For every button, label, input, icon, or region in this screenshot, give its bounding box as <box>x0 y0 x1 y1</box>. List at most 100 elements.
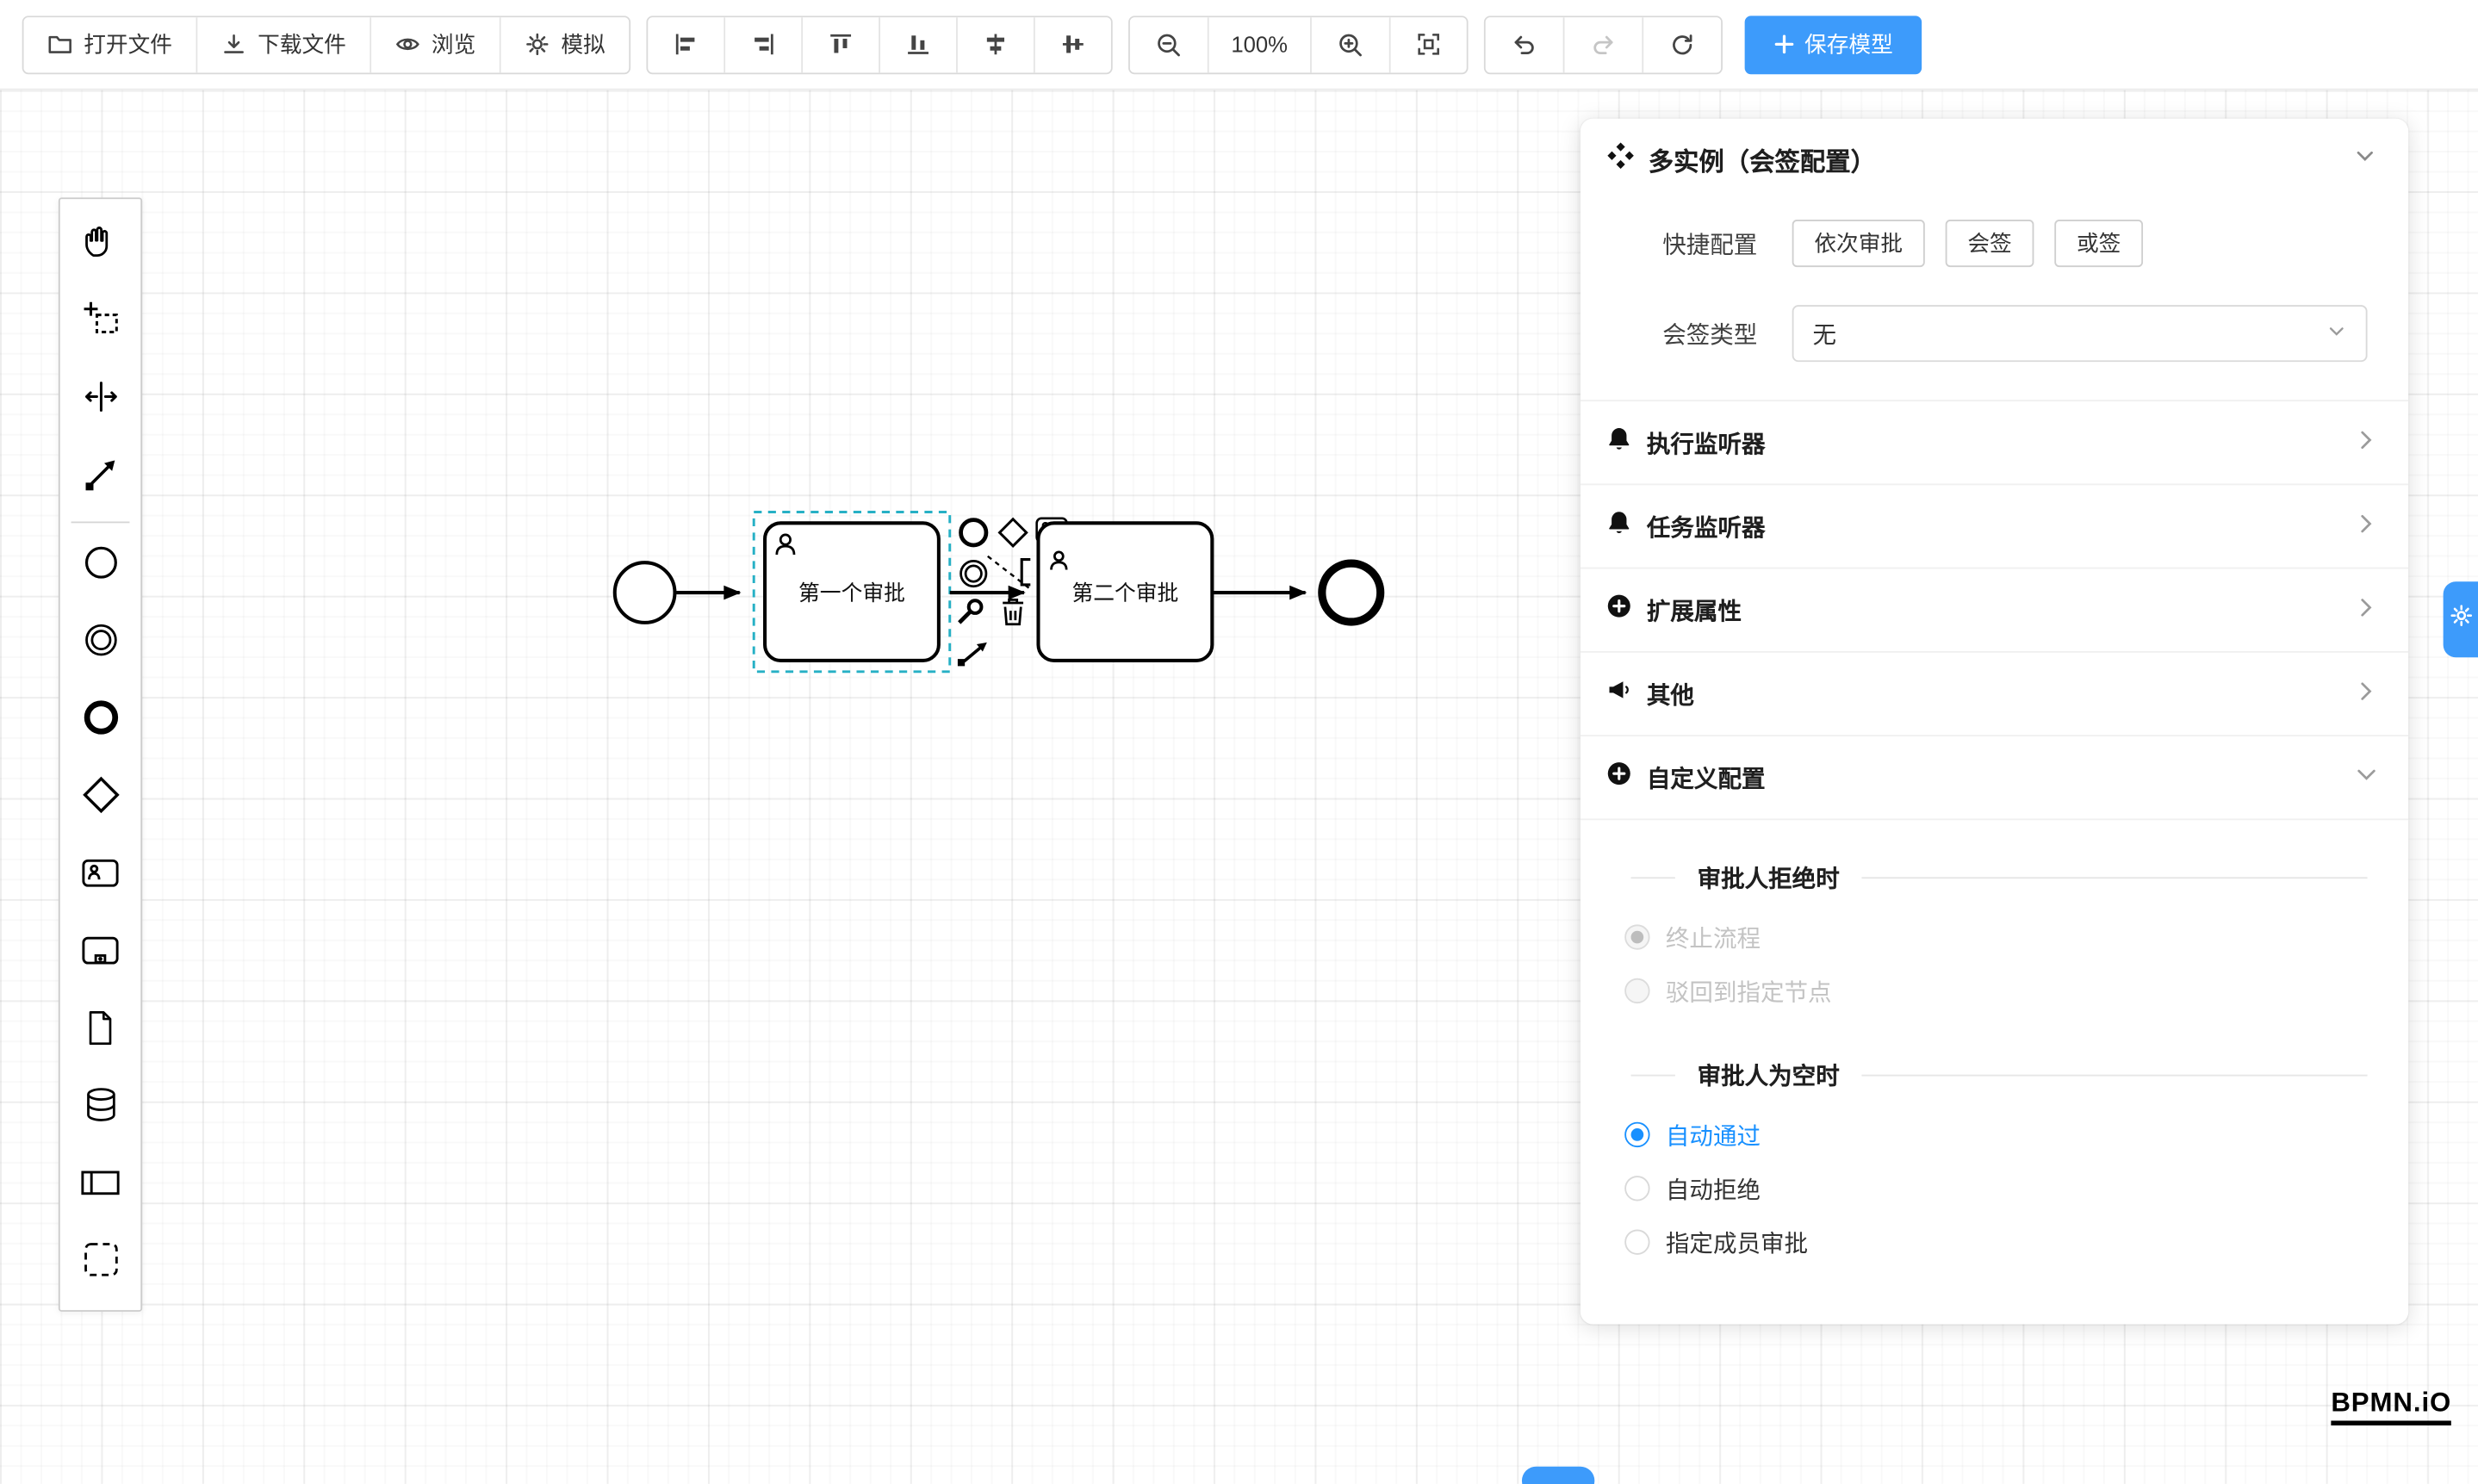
user-icon <box>1050 550 1068 570</box>
palette-lasso-tool[interactable] <box>60 284 141 362</box>
simulate-button[interactable]: 模拟 <box>500 16 630 72</box>
pool-icon <box>79 1161 122 1212</box>
bpmn-io-logo: BPMN.iO <box>2331 1388 2452 1426</box>
section-label: 任务监听器 <box>1646 514 1766 542</box>
palette-subprocess-task[interactable] <box>60 915 141 992</box>
chevron-right-icon <box>2355 595 2377 625</box>
radio-auto-pass[interactable]: 自动通过 <box>1624 1108 2408 1161</box>
palette-start-event[interactable] <box>60 528 141 605</box>
save-model-button[interactable]: 保存模型 <box>1744 15 1922 74</box>
reject-divider-title: 审批人拒绝时 <box>1697 866 1840 893</box>
pad-append-intermediate-event-icon[interactable] <box>960 559 988 588</box>
quick-option-orsign[interactable]: 或签 <box>2054 220 2144 268</box>
folder-open-icon <box>47 32 72 57</box>
pad-append-text-annotation-icon[interactable] <box>1020 557 1031 587</box>
zoom-out-button[interactable] <box>1129 16 1209 72</box>
radio-return-to-node[interactable]: 驳回到指定节点 <box>1624 964 2408 1017</box>
quick-option-countersign[interactable]: 会签 <box>1945 220 2034 268</box>
section-custom-config[interactable]: 自定义配置 <box>1580 735 2409 818</box>
simulate-label: 模拟 <box>561 31 606 58</box>
quick-option-sequential[interactable]: 依次审批 <box>1792 220 1925 268</box>
align-vertical-center-button[interactable] <box>1034 16 1111 72</box>
pad-connect-tool-icon[interactable] <box>957 642 987 667</box>
section-execution-listener[interactable]: 执行监听器 <box>1580 400 2409 483</box>
refresh-button[interactable] <box>1643 16 1721 72</box>
download-file-label: 下载文件 <box>258 31 346 58</box>
bottom-blue-pill[interactable] <box>1521 1466 1595 1484</box>
pad-delete-tool-icon[interactable] <box>1003 598 1024 626</box>
radio-button[interactable] <box>1624 1121 1650 1148</box>
element-palette <box>58 197 143 1312</box>
palette-space-tool[interactable] <box>60 362 141 439</box>
radio-terminate-process[interactable]: 终止流程 <box>1624 910 2408 964</box>
palette-document[interactable] <box>60 992 141 1070</box>
start-event[interactable] <box>612 561 677 624</box>
redo-button[interactable] <box>1564 16 1643 72</box>
task-second-approval[interactable]: 第二个审批 <box>1036 521 1214 662</box>
quick-config-label: 快捷配置 <box>1662 231 1758 258</box>
radio-label: 自动通过 <box>1665 1122 1761 1150</box>
palette-gateway[interactable] <box>60 761 141 838</box>
settings-side-tab[interactable] <box>2443 581 2478 658</box>
download-file-button[interactable]: 下载文件 <box>197 16 372 72</box>
section-other[interactable]: 其他 <box>1580 650 2409 735</box>
align-horizontal-center-button[interactable] <box>957 16 1035 72</box>
bell-icon <box>1605 509 1632 543</box>
radio-label: 自动拒绝 <box>1665 1177 1761 1204</box>
radio-button[interactable] <box>1624 978 1650 1004</box>
top-toolbar: 打开文件 下载文件 浏览 模拟 <box>0 0 2478 90</box>
collapsible-sections: 执行监听器 任务监听器 扩展属性 <box>1580 400 2409 821</box>
palette-pool[interactable] <box>60 1147 141 1225</box>
zoom-in-button[interactable] <box>1311 16 1391 72</box>
radio-assign-member[interactable]: 指定成员审批 <box>1624 1215 2408 1269</box>
palette-intermediate-event[interactable] <box>60 605 141 683</box>
radio-button[interactable] <box>1624 924 1650 950</box>
plus-icon <box>1773 34 1795 56</box>
lasso-icon <box>80 299 121 348</box>
palette-end-event[interactable] <box>60 683 141 761</box>
palette-data-store[interactable] <box>60 1070 141 1147</box>
task1-label: 第一个审批 <box>798 581 905 605</box>
align-top-button[interactable] <box>803 16 880 72</box>
plus-circle-icon <box>1605 593 1632 627</box>
connect-arrow-icon <box>80 454 121 503</box>
pad-wrench-tool-icon[interactable] <box>958 599 984 624</box>
download-icon <box>221 32 246 57</box>
radio-auto-reject[interactable]: 自动拒绝 <box>1624 1162 2408 1215</box>
section-extended-properties[interactable]: 扩展属性 <box>1580 567 2409 651</box>
subprocess-icon <box>79 928 122 979</box>
radio-button[interactable] <box>1624 1229 1650 1255</box>
sign-type-select[interactable]: 无 <box>1792 305 2368 363</box>
pad-append-gateway-icon[interactable] <box>997 517 1028 549</box>
align-top-icon <box>828 32 853 57</box>
align-right-button[interactable] <box>725 16 804 72</box>
align-horizontal-center-icon <box>983 32 1008 57</box>
chevron-down-icon[interactable] <box>2353 144 2377 176</box>
section-label: 自定义配置 <box>1646 765 1766 793</box>
align-left-button[interactable] <box>648 16 726 72</box>
palette-hand-tool[interactable] <box>60 207 141 284</box>
palette-user-task[interactable] <box>60 837 141 915</box>
section-label: 其他 <box>1646 681 1694 709</box>
open-file-button[interactable]: 打开文件 <box>23 16 198 72</box>
zoom-reset-button[interactable] <box>1390 16 1467 72</box>
undo-button[interactable] <box>1485 16 1565 72</box>
section-task-listener[interactable]: 任务监听器 <box>1580 483 2409 567</box>
panel-title: 多实例（会签配置） <box>1648 150 1876 177</box>
palette-group[interactable] <box>60 1225 141 1302</box>
end-event[interactable] <box>1318 559 1385 626</box>
sign-type-label: 会签类型 <box>1662 321 1758 349</box>
panel-header[interactable]: 多实例（会签配置） <box>1581 119 2408 201</box>
task-first-approval[interactable]: 第一个审批 <box>763 521 941 662</box>
pad-append-end-event-icon[interactable] <box>959 518 989 548</box>
palette-connect-tool[interactable] <box>60 439 141 517</box>
radio-button[interactable] <box>1624 1176 1650 1201</box>
chevron-right-icon <box>2355 512 2377 542</box>
align-left-icon <box>674 32 699 57</box>
preview-button[interactable]: 浏览 <box>371 16 501 72</box>
align-bottom-button[interactable] <box>879 16 958 72</box>
reject-divider: 审批人拒绝时 <box>1630 861 2368 895</box>
align-right-icon <box>751 32 776 57</box>
section-label: 扩展属性 <box>1646 598 1742 625</box>
undo-icon <box>1511 31 1537 58</box>
